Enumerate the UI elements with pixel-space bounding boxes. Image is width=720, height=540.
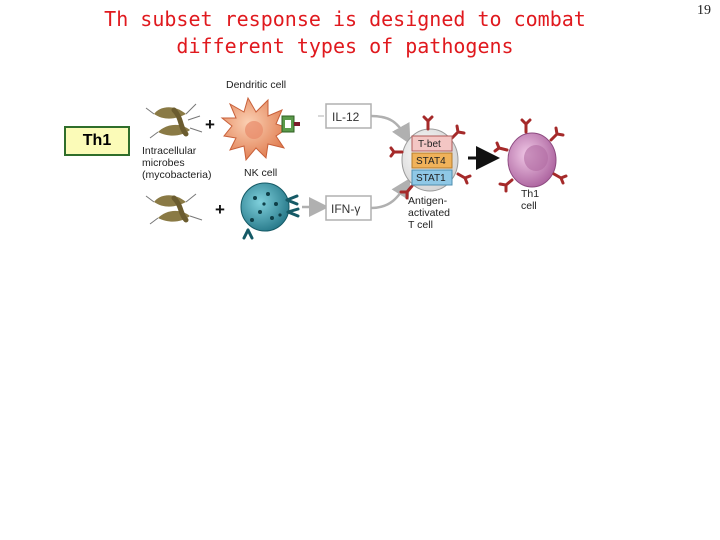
ifng-label: IFN-γ [331,202,360,216]
antigen-activated-line-3: T cell [408,219,433,231]
microbes-label-line-2: microbes [142,157,185,169]
dendritic-cell [220,96,290,162]
il12-to-tcell-arrow [370,114,411,145]
slide-title: Th subset response is designed to combat… [80,6,610,60]
nk-cell-label: NK cell [244,167,277,179]
stat1-label: STAT1 [416,173,446,184]
il12-receptor-icon [281,115,300,133]
antigen-activated-line-1: Antigen- [408,195,448,207]
tbet-box [411,135,453,152]
title-line-2: different types of pathogens [176,34,514,58]
antigen-activated-label: Antigen- activated T cell [408,195,453,231]
il12-label: IL-12 [332,110,360,124]
th1-cell-label: Th1 cell [521,188,542,212]
th1-cell [493,118,568,193]
dendritic-cell-label: Dendritic cell [226,79,286,91]
th1-cell-label-line-2: cell [521,200,537,212]
stat4-box [411,152,453,169]
stat1-box [411,169,453,186]
plus-top: + [205,115,215,134]
ifng-to-tcell-arrow [370,177,411,210]
tbet-label: T-bet [418,139,441,150]
il12-box [325,103,372,129]
th1-cell-label-line-1: Th1 [521,188,539,200]
stat4-label: STAT4 [416,156,446,167]
page-number: 19 [697,3,711,18]
microbe-top [145,103,203,139]
microbes-label-line-1: Intracellular [142,145,197,157]
th1-label-box: Th1 [64,126,130,156]
microbes-label: Intracellular microbes (mycobacteria) [142,145,211,181]
nk-cell [240,182,300,240]
th1-differentiation-diagram: + Dendritic cell Intracellular microbes … [142,79,568,240]
plus-bottom: + [215,200,225,219]
microbe-bottom [145,193,203,225]
title-line-1: Th subset response is designed to combat [104,7,586,31]
microbes-label-line-3: (mycobacteria) [142,169,211,181]
antigen-activated-line-2: activated [408,207,450,219]
